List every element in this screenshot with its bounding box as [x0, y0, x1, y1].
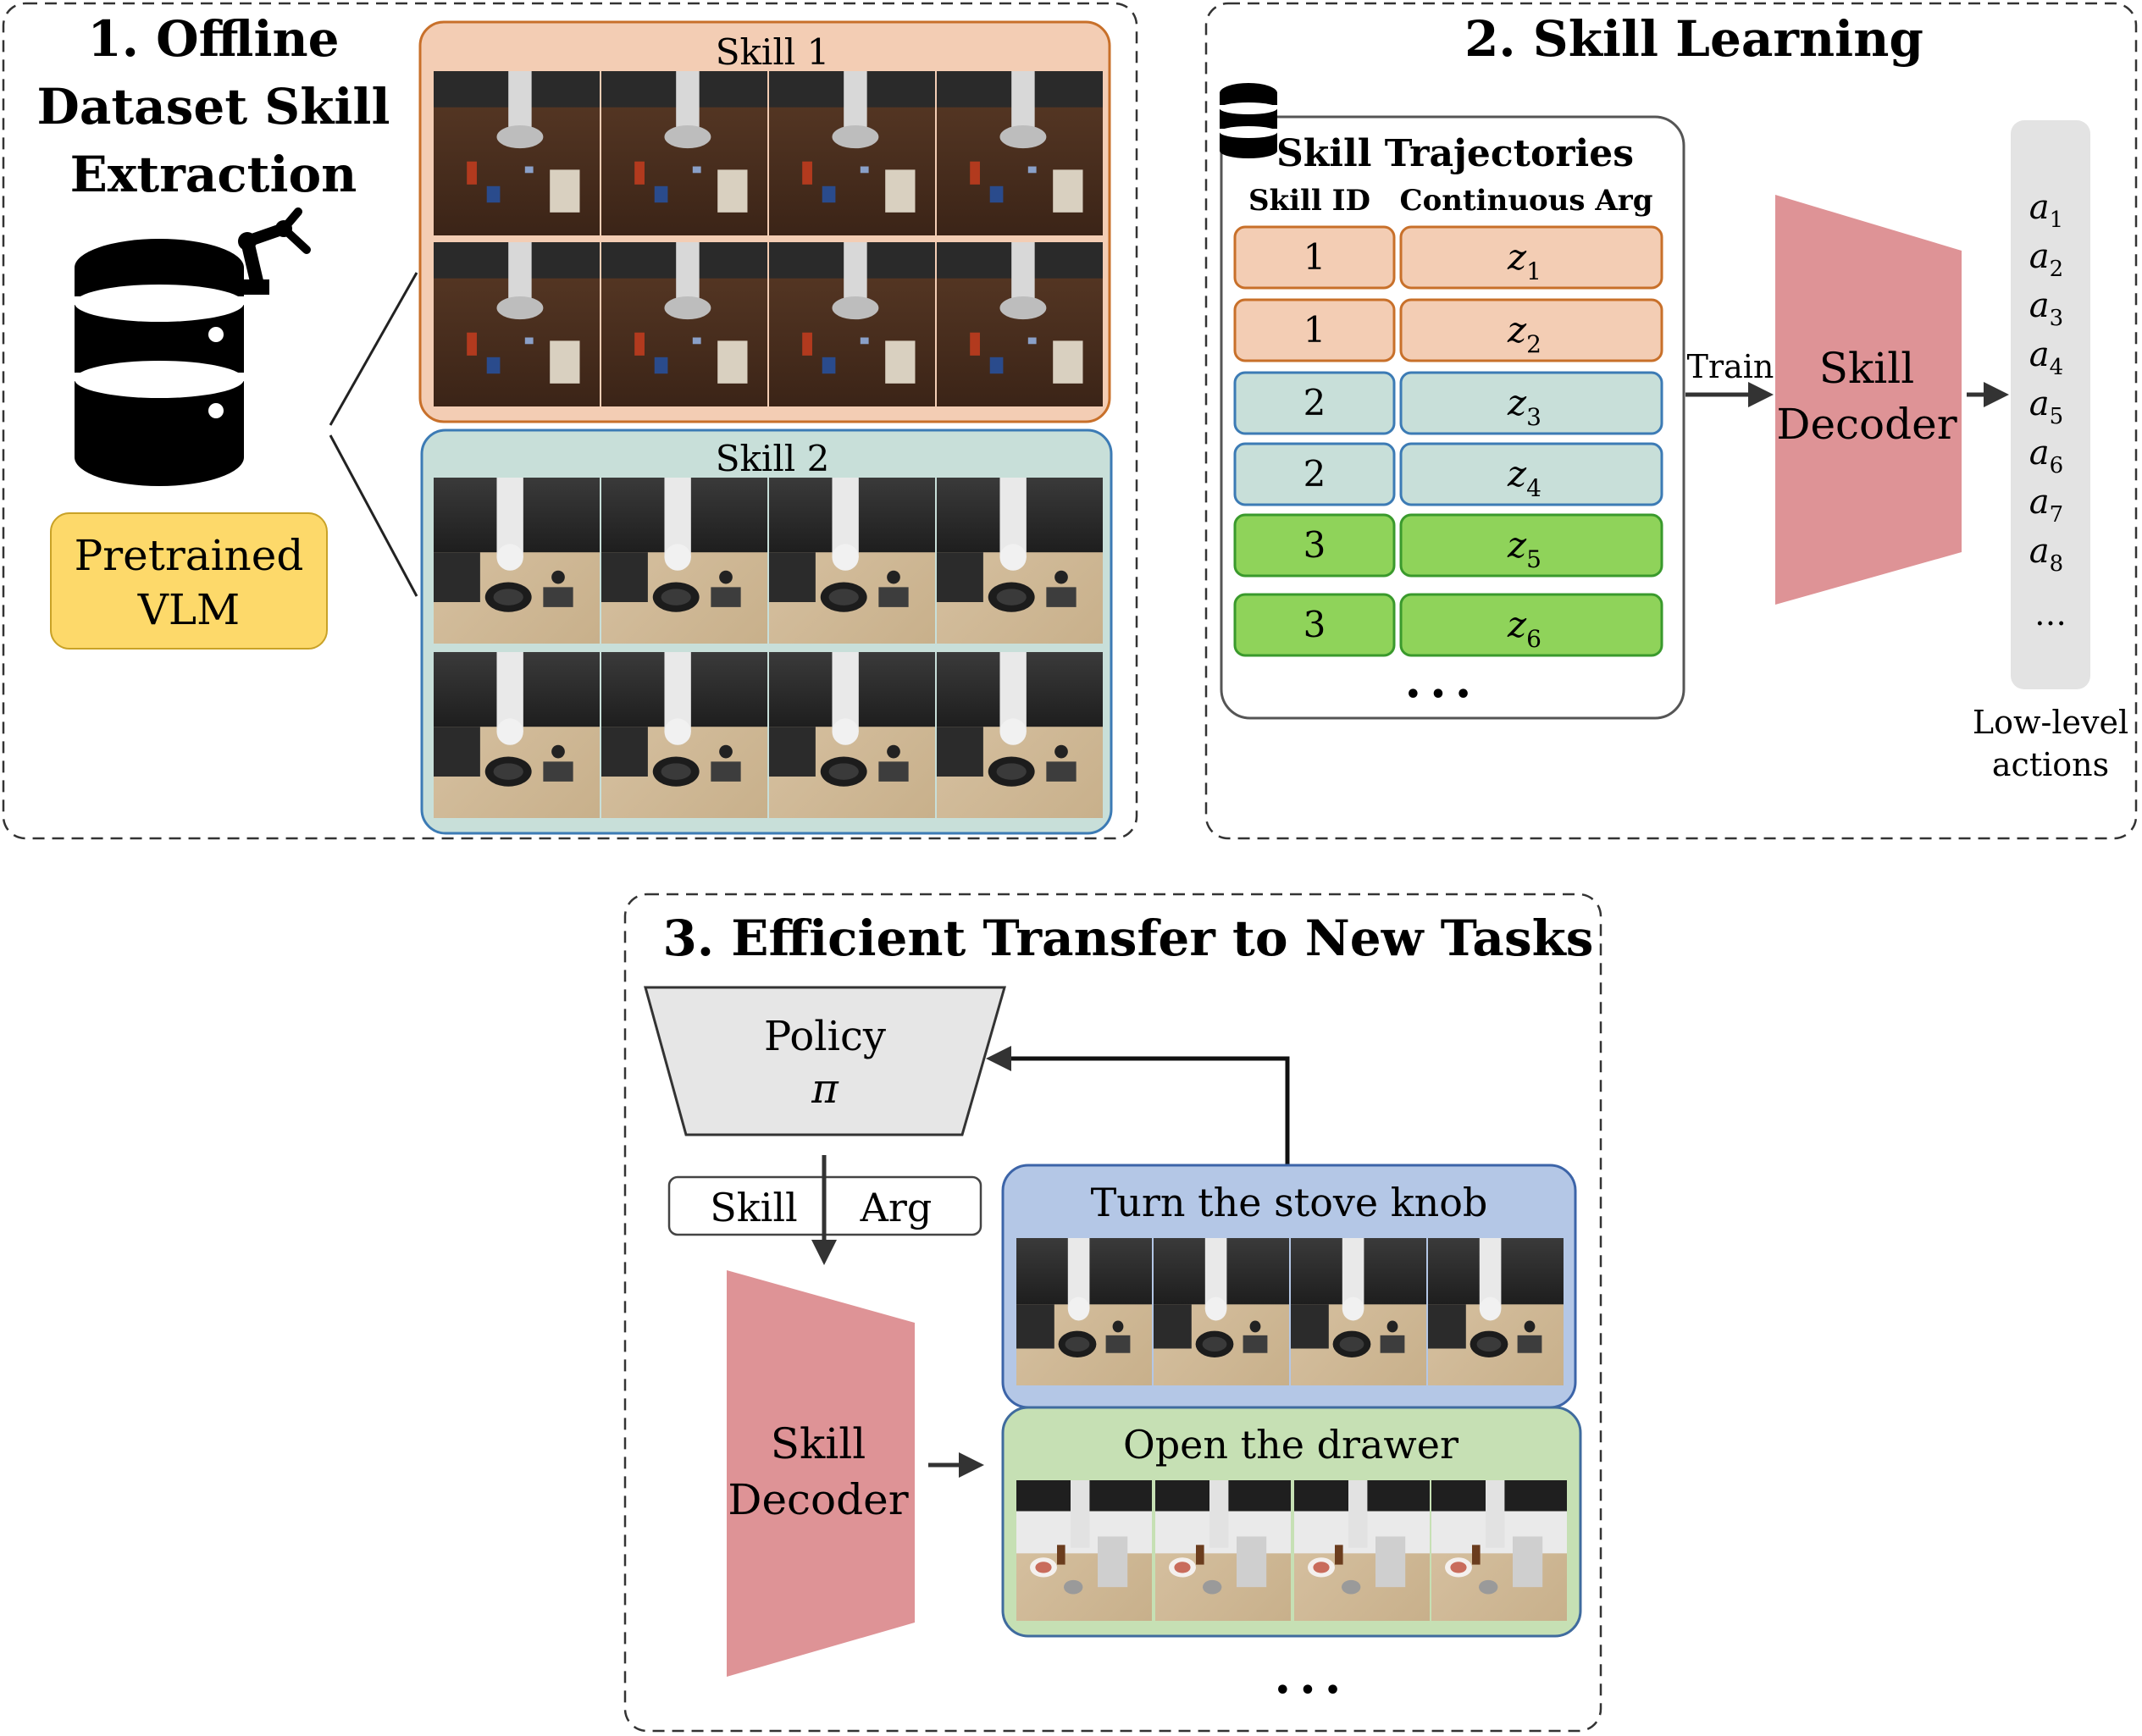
train-label: Train [1687, 348, 1774, 385]
panel3-decoder-shape [727, 1270, 915, 1677]
skill-decoder-shape [1775, 195, 1962, 605]
action-item: a7 [2029, 483, 2063, 528]
skill-arg-arg-label: Arg [860, 1185, 933, 1230]
panel3-decoder-line2: Decoder [728, 1475, 908, 1524]
panel1-title-line1: 1. Offline [87, 10, 339, 68]
continuous-arg-cell [1399, 442, 1663, 506]
decoder-label-line2: Decoder [1776, 400, 1957, 449]
decoder-label-line1: Skill [1819, 344, 1915, 393]
continuous-arg-cell [1399, 513, 1663, 578]
task2-label: Open the drawer [1123, 1422, 1458, 1468]
skill1-label: Skill 1 [716, 31, 830, 73]
task1-label: Turn the stove knob [1091, 1180, 1488, 1225]
database-icon [75, 239, 244, 486]
skill-id-value: 1 [1303, 309, 1326, 351]
skill-id-cell [1233, 298, 1396, 362]
panel1-border [2, 2, 1138, 840]
skill2-label: Skill 2 [716, 438, 830, 479]
skill-id-value: 3 [1303, 604, 1326, 645]
actions-caption-line2: actions [1992, 746, 2109, 783]
panel2-border [1204, 2, 2138, 840]
robot-arm-icon [238, 207, 311, 295]
action-item: a4 [2029, 335, 2063, 380]
column-header-skill-id: Skill ID [1248, 184, 1370, 218]
low-level-actions-bar [2011, 120, 2090, 689]
skill-id-value: 2 [1303, 453, 1326, 495]
skill-trajectories-title: Skill Trajectories [1276, 132, 1634, 175]
panel3-title: 3. Efficient Transfer to New Tasks [663, 909, 1594, 967]
continuous-arg-cell [1399, 298, 1663, 362]
skill-arg-skill-label: Skill [710, 1185, 798, 1230]
panel3-ellipsis: • • • [1275, 1676, 1341, 1706]
skill-id-cell [1233, 371, 1396, 435]
panel1-title-line3: Extraction [70, 146, 357, 203]
connector-to-skill1 [329, 272, 418, 426]
skill-id-cell [1233, 593, 1396, 657]
feedback-arrow [986, 1046, 1290, 1165]
panel1-title-line2: Dataset Skill [37, 78, 390, 135]
skill-id-value: 3 [1303, 524, 1326, 566]
continuous-arg-cell [1399, 371, 1663, 435]
policy-label: Policy [764, 1013, 886, 1060]
small-database-icon [1220, 83, 1277, 158]
connector-to-skill2 [329, 434, 418, 597]
panel3-decoder-line1: Skill [771, 1419, 866, 1468]
continuous-arg-cell [1399, 225, 1663, 290]
policy-pi: π [811, 1065, 839, 1113]
actions-caption-line1: Low-level [1973, 704, 2128, 741]
skill-id-value: 1 [1303, 236, 1326, 278]
actions-ellipsis: … [2034, 595, 2067, 633]
panel2-title: 2. Skill Learning [1464, 10, 1923, 68]
skill-id-cell [1233, 225, 1396, 290]
skill-id-value: 2 [1303, 382, 1326, 423]
column-header-continuous-arg: Continuous Arg [1400, 184, 1653, 218]
continuous-arg-cell [1399, 593, 1663, 657]
pretrained-vlm-box [50, 512, 328, 650]
policy-shape [644, 986, 1006, 1136]
vlm-label-line2: VLM [137, 585, 241, 634]
skill-id-cell [1233, 513, 1396, 578]
vlm-label-line1: Pretrained [75, 531, 304, 580]
trajectories-ellipsis: • • • [1405, 680, 1471, 710]
skill-id-cell [1233, 442, 1396, 506]
